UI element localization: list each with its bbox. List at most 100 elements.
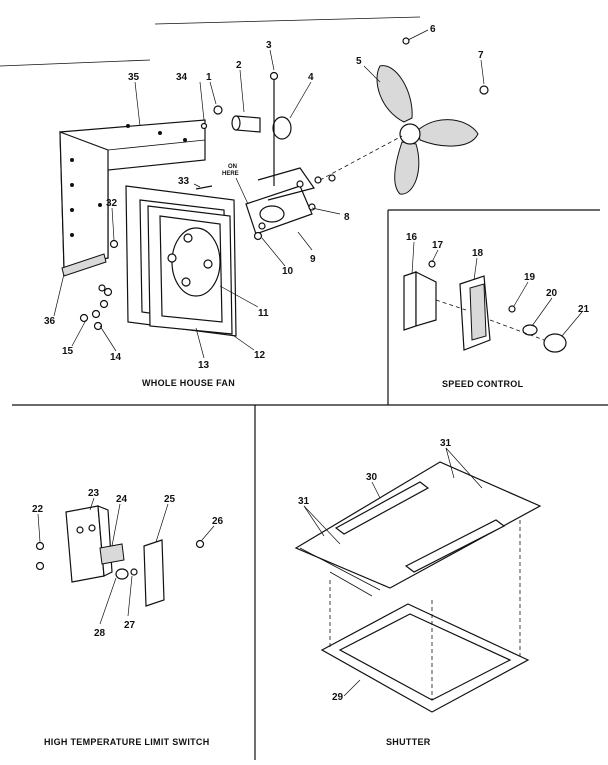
bracket-screw [428, 260, 436, 268]
speed-control-switch [469, 283, 487, 341]
callout-13: 13 [198, 360, 210, 371]
fan-hub-bolt [479, 85, 489, 95]
callout-27: 27 [124, 620, 136, 631]
switch-washer [130, 568, 138, 576]
limit-switch-body [99, 543, 125, 565]
clip-33 [195, 185, 213, 190]
switch-nut [115, 568, 129, 580]
callout-4: 4 [308, 72, 314, 83]
callout-1: 1 [206, 72, 212, 83]
bracket-hole-2 [88, 524, 96, 532]
fan-blade-2 [417, 119, 479, 147]
limit-switch-assembly [35, 505, 205, 607]
speed-control-leaders [411, 241, 583, 337]
caption-speed-control: SPEED CONTROL [442, 379, 524, 389]
shutter-leaders [303, 447, 483, 697]
callout-29: 29 [332, 692, 344, 703]
cover-screw [195, 539, 205, 549]
bracket-hole [76, 526, 84, 534]
callout-26: 26 [212, 516, 224, 527]
speed-axis-2 [489, 319, 545, 341]
callout-15: 15 [62, 346, 74, 357]
annotation-arrow [235, 177, 249, 205]
top-left-edge-line [0, 59, 151, 67]
callout-8: 8 [344, 212, 350, 223]
callout-35: 35 [128, 72, 140, 83]
motor-cap [272, 116, 292, 140]
callout-17: 17 [432, 240, 444, 251]
callout-12: 12 [254, 350, 266, 361]
callout-24: 24 [116, 494, 128, 505]
callout-9: 9 [310, 254, 316, 265]
fan-venturi [171, 227, 221, 297]
switch-cover-plate [143, 539, 165, 607]
bracket-bolts [253, 174, 336, 241]
frame-annotation-line2: HERE [222, 171, 239, 177]
callout-6: 6 [430, 24, 436, 35]
speed-axis-1 [435, 299, 467, 311]
motor-hub [259, 205, 285, 223]
shutter-edge-2 [439, 461, 541, 507]
whole-house-fan-leaders [53, 29, 485, 359]
shutter-assembly [294, 461, 542, 713]
speed-control-knob [543, 333, 567, 353]
small-nut [213, 105, 223, 115]
caption-whole-house-fan: WHOLE HOUSE FAN [142, 378, 235, 388]
whole-house-fan-assembly: ON HERE [59, 37, 489, 337]
speed-control-nut [522, 324, 538, 336]
top-edge-line [154, 16, 421, 25]
frame-annotation-line1: ON [228, 164, 237, 170]
callout-25: 25 [164, 494, 176, 505]
switch-bracket [65, 505, 105, 583]
callout-31-left: 31 [298, 496, 310, 507]
housing-fold-line [107, 139, 206, 151]
caption-shutter: SHUTTER [386, 737, 431, 747]
limit-switch-leaders [37, 497, 215, 625]
callout-22: 22 [32, 504, 44, 515]
fan-shaft-axis [319, 135, 403, 181]
callout-28: 28 [94, 628, 106, 639]
callout-14: 14 [110, 352, 122, 363]
callout-20: 20 [546, 288, 558, 299]
callout-34: 34 [176, 72, 188, 83]
rod-nut [269, 71, 279, 81]
section-dividers [0, 16, 608, 760]
speed-control-bracket-face [415, 271, 437, 327]
callout-19: 19 [524, 272, 536, 283]
shutter-rail [329, 571, 373, 597]
switch-screw-top [35, 541, 45, 551]
callout-7: 7 [478, 50, 484, 61]
shutter-base-opening [338, 613, 512, 701]
mount-bolts [167, 233, 213, 287]
callout-36: 36 [44, 316, 56, 327]
callout-16: 16 [406, 232, 418, 243]
fan-hub [399, 123, 421, 145]
fan-blade-3 [394, 141, 420, 195]
speed-control-bracket [403, 271, 417, 331]
fan-set-screw [402, 37, 410, 45]
shutter-edge [299, 547, 381, 591]
shutter-louver-2 [404, 519, 506, 573]
motor-end [231, 115, 241, 131]
shutter-louver-1 [334, 481, 430, 535]
callout-23: 23 [88, 488, 100, 499]
fan-blade-1 [376, 65, 413, 123]
callout-31-top: 31 [440, 438, 452, 449]
callout-5: 5 [356, 56, 362, 67]
callout-33: 33 [178, 176, 190, 187]
housing-screw [200, 122, 208, 130]
fan-blade [376, 65, 479, 195]
switch-screw-bottom [35, 561, 45, 571]
callout-2: 2 [236, 60, 242, 71]
bracket-arm [257, 167, 315, 201]
callout-11: 11 [258, 308, 269, 319]
callout-18: 18 [472, 248, 484, 259]
housing-side [59, 131, 109, 269]
housing-holes [70, 124, 187, 237]
speed-control-screw [508, 305, 516, 313]
caption-high-temp-limit-switch: HIGH TEMPERATURE LIMIT SWITCH [44, 737, 210, 747]
callout-3: 3 [266, 40, 272, 51]
callout-21: 21 [578, 304, 590, 315]
callout-numbers: 1 2 3 4 5 6 7 8 9 10 11 12 13 14 15 16 1… [32, 24, 590, 703]
